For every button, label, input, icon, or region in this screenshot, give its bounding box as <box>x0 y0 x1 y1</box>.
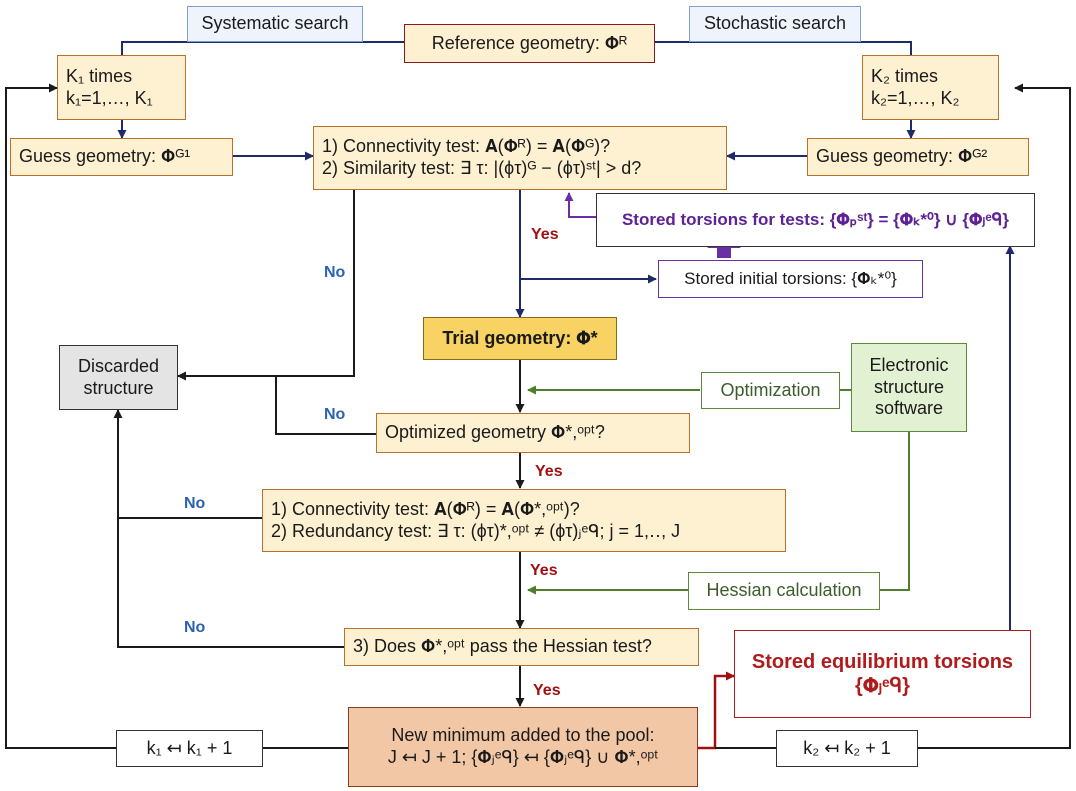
k1-update-label: k₁ ↤ k₁ + 1 <box>146 737 233 758</box>
optimized-geometry-label: Optimized geometry 𝚽*,ᵒᵖᵗ? <box>385 422 605 443</box>
guess-geometry-1-label: Guess geometry: 𝚽ᴳ¹ <box>19 146 191 167</box>
k1-times-line2: k₁=1,…, K₁ <box>66 87 153 108</box>
trial-geometry-box: Trial geometry: 𝚽* <box>423 317 617 360</box>
hessian-calculation-label: Hessian calculation <box>706 580 862 601</box>
stored-torsions-for-tests-box: Stored torsions for tests: {𝚽ₚˢᵗ} = {𝚽ₖ*… <box>596 193 1035 247</box>
electronic-structure-software-box: Electronic structure software <box>851 343 967 432</box>
new-minimum-box: New minimum added to the pool: J ↤ J + 1… <box>348 707 698 787</box>
no-label-optimized: No <box>324 406 346 423</box>
systematic-search-label: Systematic search <box>201 13 349 34</box>
stored-initial-torsions-label: Stored initial torsions: {𝚽ₖ*⁰} <box>684 268 897 288</box>
trial-geometry-label: Trial geometry: 𝚽* <box>442 327 598 348</box>
electronic-line3: software <box>874 398 944 419</box>
connectivity-test-2: 1) Connectivity test: 𝐀(𝚽ᴿ) = 𝐀(𝚽*,ᵒᵖᵗ)? <box>271 498 580 519</box>
guess-geometry-1-box: Guess geometry: 𝚽ᴳ¹ <box>10 138 233 176</box>
k2-times-box: K₂ times k₂=1,…, K₂ <box>862 55 999 120</box>
no-label-redundancy: No <box>184 495 206 512</box>
stored-equilibrium-title: Stored equilibrium torsions <box>751 650 1014 673</box>
discarded-line2: structure <box>83 377 154 398</box>
k2-times-line2: k₂=1,…, K₂ <box>871 87 960 108</box>
stochastic-search-label: Stochastic search <box>703 13 847 34</box>
systematic-search-tag: Systematic search <box>187 6 363 42</box>
guess-geometry-2-label: Guess geometry: 𝚽ᴳ² <box>816 146 988 167</box>
connectivity-test-1: 1) Connectivity test: 𝐀(𝚽ᴿ) = 𝐀(𝚽ᴳ)? <box>322 136 611 157</box>
hessian-calculation-box: Hessian calculation <box>688 572 880 610</box>
k2-update-label: k₂ ↤ k₂ + 1 <box>803 737 891 758</box>
electronic-line1: Electronic <box>869 354 949 375</box>
yes-label-redundancy: Yes <box>530 562 558 579</box>
similarity-test: 2) Similarity test: ∃ τ: |(ϕτ)ᴳ − (ϕτ)ˢᵗ… <box>322 158 642 178</box>
k1-times-line1: K₁ times <box>66 65 133 86</box>
k1-update-box: k₁ ↤ k₁ + 1 <box>116 730 263 767</box>
optimization-label: Optimization <box>720 379 821 400</box>
k2-times-line1: K₂ times <box>871 65 938 86</box>
no-label-hessian: No <box>184 619 206 636</box>
yes-label-hessian: Yes <box>533 682 561 699</box>
hessian-test-label: 3) Does 𝚽*,ᵒᵖᵗ pass the Hessian test? <box>353 636 652 657</box>
stored-torsions-for-tests-label: Stored torsions for tests: {𝚽ₚˢᵗ} = {𝚽ₖ*… <box>621 209 1010 229</box>
new-minimum-line1: New minimum added to the pool: <box>391 725 655 746</box>
stored-initial-torsions-box: Stored initial torsions: {𝚽ₖ*⁰} <box>658 260 923 298</box>
k2-update-box: k₂ ↤ k₂ + 1 <box>776 730 918 767</box>
k1-times-box: K₁ times k₁=1,…, K₁ <box>57 55 186 120</box>
connectivity-redundancy-test-box: 1) Connectivity test: 𝐀(𝚽ᴿ) = 𝐀(𝚽*,ᵒᵖᵗ)?… <box>262 489 786 552</box>
discarded-structure-box: Discarded structure <box>59 345 178 410</box>
stochastic-search-tag: Stochastic search <box>689 6 861 42</box>
guess-geometry-2-box: Guess geometry: 𝚽ᴳ² <box>807 138 1029 176</box>
no-label-similarity: No <box>324 264 346 281</box>
electronic-line2: structure <box>873 376 945 397</box>
reference-geometry-label: Reference geometry: 𝚽ᴿ <box>431 32 628 53</box>
new-minimum-line2: J ↤ J + 1; {𝚽ⱼᵉᑫ} ↤ {𝚽ⱼᵉᑫ} ∪ 𝚽*,ᵒᵖᵗ <box>387 747 659 767</box>
optimized-geometry-box: Optimized geometry 𝚽*,ᵒᵖᵗ? <box>376 413 690 453</box>
stored-equilibrium-torsions-box: Stored equilibrium torsions {𝚽ⱼᵉᑫ} <box>734 630 1031 718</box>
connectivity-similarity-test-box: 1) Connectivity test: 𝐀(𝚽ᴿ) = 𝐀(𝚽ᴳ)? 2) … <box>313 126 727 190</box>
yes-label-optimized: Yes <box>535 463 563 480</box>
yes-label-similarity: Yes <box>531 226 559 243</box>
stored-equilibrium-formula: {𝚽ⱼᵉᑫ} <box>855 675 910 697</box>
discarded-line1: Discarded <box>77 355 160 376</box>
reference-geometry-box: Reference geometry: 𝚽ᴿ <box>404 24 655 63</box>
hessian-test-box: 3) Does 𝚽*,ᵒᵖᵗ pass the Hessian test? <box>344 628 699 666</box>
optimization-box: Optimization <box>701 372 840 409</box>
redundancy-test: 2) Redundancy test: ∃ τ: (ϕτ)*,ᵒᵖᵗ ≠ (ϕτ… <box>271 520 681 541</box>
